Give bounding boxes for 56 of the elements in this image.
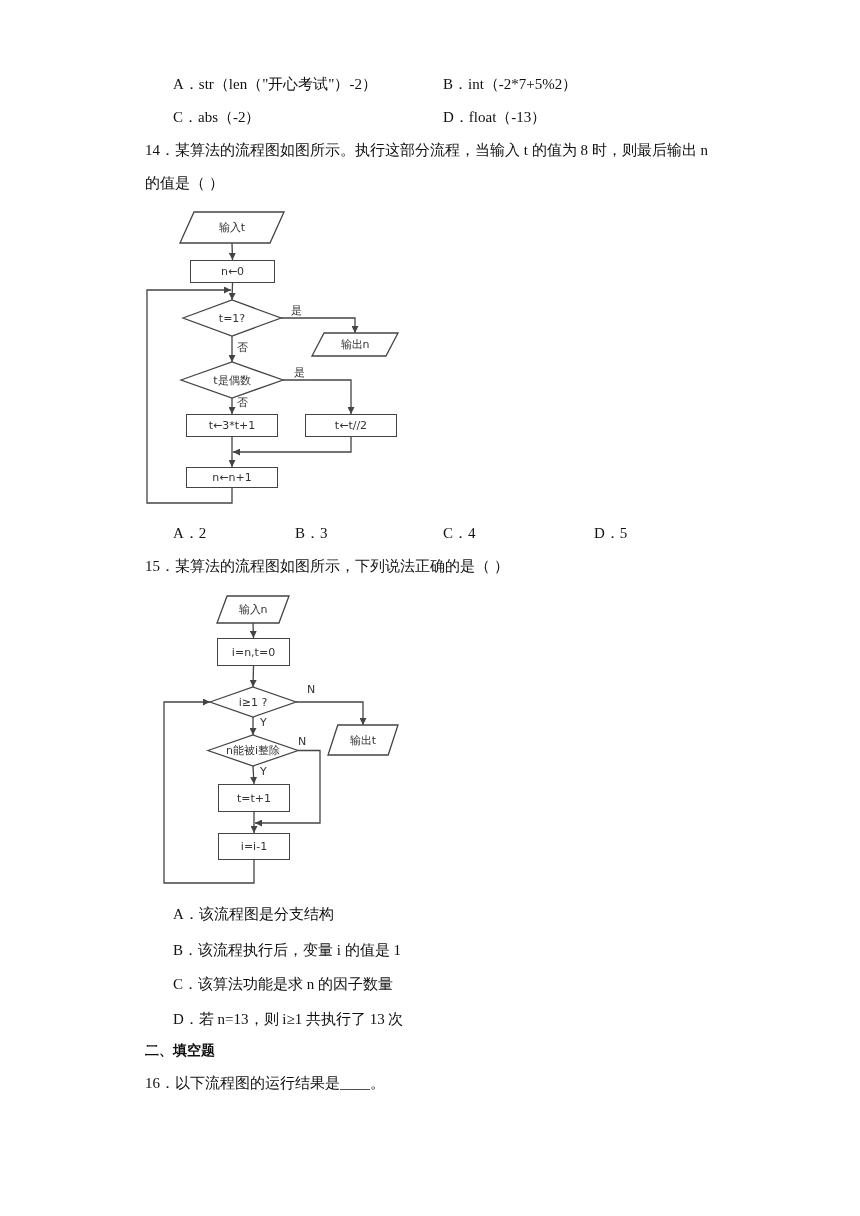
process-box: n←n+1 [186, 467, 278, 488]
edge-label: N [297, 736, 308, 748]
section-heading: 二、填空题 [145, 1041, 215, 1060]
option-text: A．该流程图是分支结构 [173, 905, 334, 924]
arrow [228, 282, 236, 301]
edge-label: 是 [290, 305, 303, 317]
io-parallelogram: 输入n [217, 596, 289, 623]
edge-label: N [306, 684, 317, 696]
arrow [254, 749, 321, 827]
question-text: 15．某算法的流程图如图所示，下列说法正确的是（ ） [145, 557, 509, 576]
option-text: C．abs（-2） [173, 108, 261, 127]
option-text: B．3 [295, 524, 328, 543]
decision-diamond: t是偶数 [181, 362, 283, 398]
arrow [232, 436, 352, 456]
io-parallelogram: 输入t [180, 212, 284, 243]
question-text: 16．以下流程图的运行结果是____。 [145, 1074, 385, 1093]
process-box: n←0 [190, 260, 275, 283]
option-text: B．int（-2*7+5%2） [443, 75, 578, 94]
arrow [249, 665, 257, 688]
option-text: D．5 [594, 524, 628, 543]
process-box: i=i-1 [218, 833, 290, 860]
edge-label: 否 [236, 342, 249, 354]
option-text: D．float（-13） [443, 108, 547, 127]
edge-label: 是 [293, 367, 306, 379]
arrow [295, 701, 367, 726]
option-text: D．若 n=13，则 i≥1 共执行了 13 次 [173, 1010, 404, 1029]
option-text: A．2 [173, 524, 207, 543]
arrow [228, 335, 236, 363]
edge-label: Y [259, 717, 268, 729]
process-box: t=t+1 [218, 784, 290, 812]
arrow [163, 698, 255, 884]
edge-label: Y [259, 766, 268, 778]
io-parallelogram: 输出t [328, 725, 398, 755]
arrow [282, 379, 355, 415]
question-text: 14．某算法的流程图如图所示。执行这部分流程，当输入 t 的值为 8 时，则最后输出 n 的值是（ ） [145, 141, 709, 193]
arrow [249, 716, 257, 736]
arrow [250, 765, 258, 785]
arrow [146, 286, 233, 504]
process-box: t←t//2 [305, 414, 397, 437]
arrow [250, 811, 258, 834]
arrow [228, 436, 236, 468]
process-box: t←3*t+1 [186, 414, 278, 437]
decision-diamond: n能被i整除 [208, 735, 298, 766]
arrow [228, 397, 236, 415]
option-text: B．该流程执行后，变量 i 的值是 1 [173, 941, 401, 960]
arrow [280, 317, 359, 334]
arrow [228, 242, 236, 261]
option-text: C．4 [443, 524, 476, 543]
decision-diamond: i≥1 ? [210, 687, 296, 717]
edge-label: 否 [236, 397, 249, 409]
io-parallelogram: 输出n [312, 333, 398, 356]
decision-diamond: t=1? [183, 300, 281, 336]
option-text: C．该算法功能是求 n 的因子数量 [173, 975, 393, 994]
option-text: A．str（len（"开心考试"）-2） [173, 75, 377, 94]
process-box: i=n,t=0 [217, 638, 290, 666]
arrow [249, 622, 257, 639]
